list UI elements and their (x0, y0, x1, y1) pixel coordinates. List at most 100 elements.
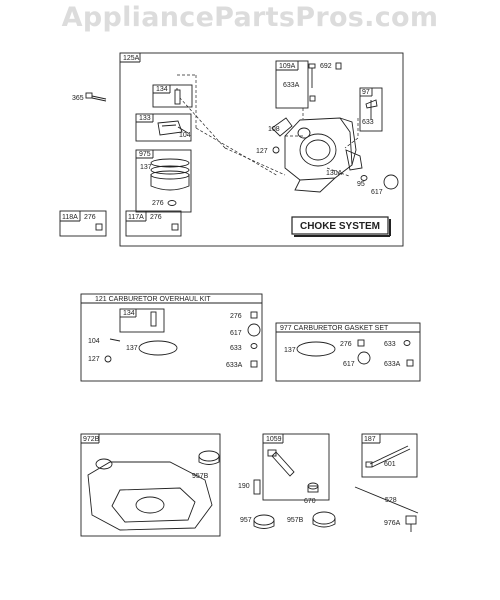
label-125a: 125A (123, 55, 140, 62)
label-97: 97 (362, 89, 370, 96)
part-365[interactable] (85, 92, 107, 102)
group-box-187 (361, 433, 418, 478)
label-kit-137: 137 (126, 345, 138, 352)
label-kit-127: 127 (88, 356, 100, 363)
label-633a-top: 633A (283, 82, 300, 89)
label-kit-633a: 633A (226, 362, 243, 369)
label-692: 692 (320, 63, 332, 70)
part-957-cap[interactable] (253, 514, 275, 529)
part-130a[interactable] (345, 149, 363, 171)
label-190: 190 (238, 483, 250, 490)
group-box-118a (59, 210, 107, 237)
label-gasket-set: 977 CARBURETOR GASKET SET (280, 325, 389, 332)
label-187: 187 (364, 436, 376, 443)
label-133: 133 (139, 115, 151, 122)
part-kit-137[interactable] (138, 340, 178, 356)
label-117a: 117A (128, 214, 144, 221)
group-box-overhaul-134 (119, 308, 165, 333)
part-gs-617[interactable] (357, 351, 371, 365)
part-670[interactable] (307, 482, 319, 493)
label-1059: 1059 (266, 436, 282, 443)
part-gs-633[interactable] (403, 340, 411, 346)
watermark: AppliancePartsPros.com (61, 2, 439, 33)
part-276-117a[interactable] (171, 223, 179, 231)
label-957b-top: 957B (192, 473, 209, 480)
group-box-134 (152, 84, 193, 108)
part-975-bowl[interactable] (150, 158, 190, 206)
part-gs-276[interactable] (357, 339, 365, 347)
part-kit-276[interactable] (250, 311, 258, 319)
part-617[interactable] (383, 174, 399, 190)
label-670: 670 (304, 498, 316, 505)
label-overhaul-134: 134 (123, 310, 135, 317)
label-118a: 118A (62, 214, 78, 221)
label-overhaul-kit: 121 CARBURETOR OVERHAUL KIT (95, 296, 211, 303)
label-137: 137 (140, 164, 152, 171)
part-kit-633a[interactable] (250, 360, 258, 368)
group-box-117a (125, 210, 182, 237)
label-gs-633: 633 (384, 341, 396, 348)
label-276-117a: 276 (150, 214, 162, 221)
group-box-972b (80, 433, 221, 537)
part-133-float[interactable] (157, 120, 189, 136)
label-134: 134 (156, 86, 168, 93)
part-kit-617[interactable] (247, 323, 261, 337)
label-957b: 957B (287, 517, 304, 524)
label-617: 617 (371, 189, 383, 196)
part-957b-cap[interactable] (312, 511, 336, 528)
label-95: 95 (357, 181, 365, 188)
label-gs-617: 617 (343, 361, 355, 368)
group-box-97 (359, 87, 383, 132)
label-gs-276: 276 (340, 341, 352, 348)
part-kit-127[interactable] (104, 355, 112, 363)
group-box-975 (135, 149, 192, 213)
label-kit-617: 617 (230, 330, 242, 337)
label-130a: 130A (326, 170, 343, 177)
part-97-shaft[interactable] (365, 99, 378, 120)
part-kit-104[interactable] (109, 338, 121, 342)
part-kit-needle[interactable] (150, 311, 157, 327)
part-gs-137[interactable] (296, 341, 336, 357)
label-127: 127 (256, 148, 268, 155)
label-104: 104 (179, 132, 191, 139)
part-276-118a[interactable] (95, 223, 103, 231)
part-187-rod[interactable] (365, 445, 411, 468)
part-carburetor-body[interactable] (284, 117, 357, 193)
label-108: 108 (268, 126, 280, 133)
label-975: 975 (139, 151, 151, 158)
label-gs-137: 137 (284, 347, 296, 354)
part-127[interactable] (272, 146, 280, 154)
label-633-top: 633 (362, 119, 374, 126)
label-976a: 976A (384, 520, 401, 527)
part-1059-valve[interactable] (267, 449, 295, 477)
part-108[interactable] (271, 117, 293, 137)
label-276-118a: 276 (84, 214, 96, 221)
label-972b: 972B (83, 436, 100, 443)
part-gs-633a[interactable] (406, 359, 414, 367)
group-box-gasket-set (275, 322, 421, 382)
part-190[interactable] (253, 479, 261, 495)
label-601: 601 (384, 461, 396, 468)
part-kit-633[interactable] (250, 343, 258, 349)
group-box-overhaul-kit (80, 293, 263, 382)
part-134-needle[interactable] (174, 88, 181, 105)
part-692[interactable] (335, 62, 342, 70)
label-kit-104: 104 (88, 338, 100, 345)
label-528: 528 (385, 497, 397, 504)
part-109a-shaft[interactable] (308, 63, 316, 102)
choke-system-box (291, 216, 389, 235)
group-box-133 (135, 113, 192, 142)
part-957b-cap-top[interactable] (198, 450, 220, 465)
part-95[interactable] (360, 175, 368, 181)
group-box-125a (119, 52, 404, 247)
label-365: 365 (72, 95, 84, 102)
part-528-rod[interactable] (354, 486, 419, 514)
label-109a: 109A (279, 63, 296, 70)
group-box-109a (275, 60, 309, 109)
label-957: 957 (240, 517, 252, 524)
part-972b-tank[interactable] (87, 458, 213, 531)
part-976a[interactable] (405, 515, 417, 532)
choke-system-label: CHOKE SYSTEM (300, 221, 380, 232)
